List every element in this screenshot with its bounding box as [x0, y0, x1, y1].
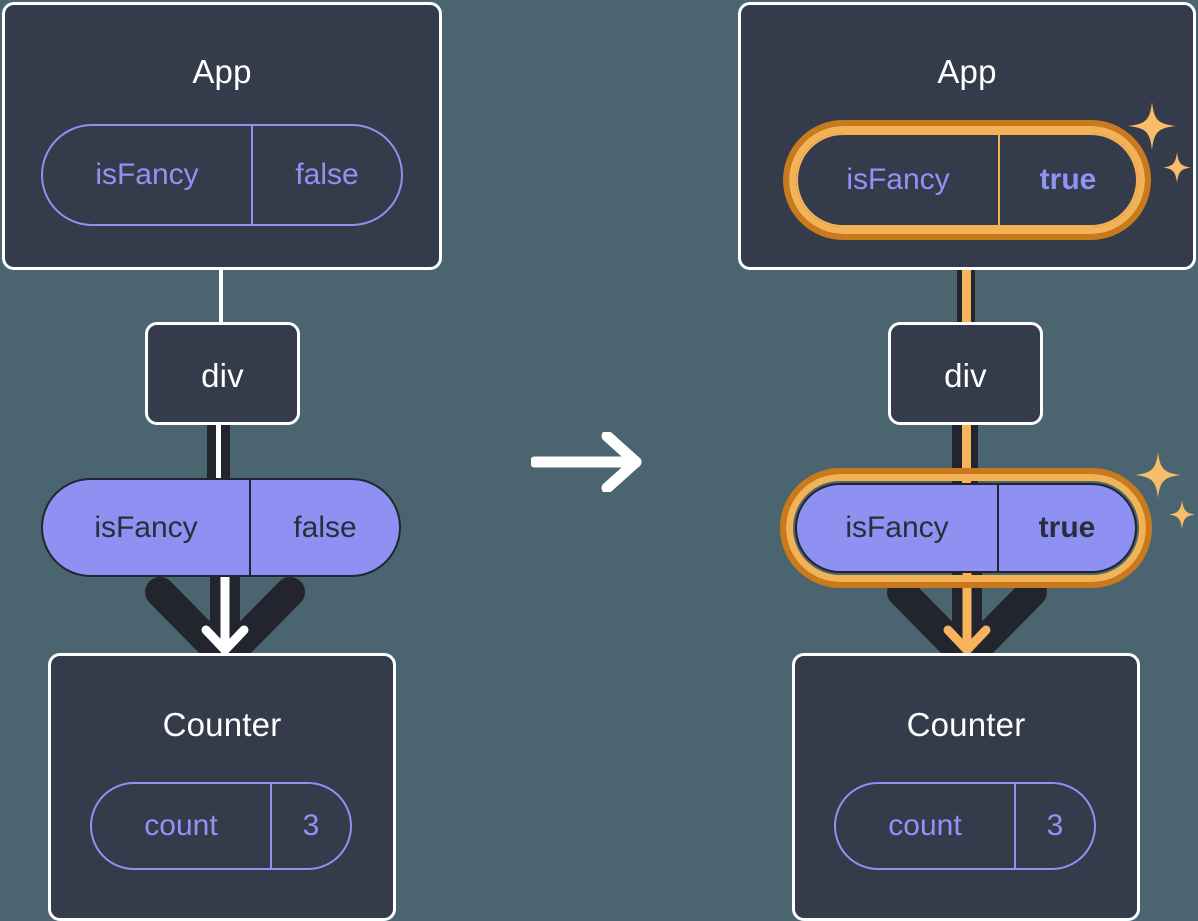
- prop-pill-value-after: true: [997, 485, 1135, 571]
- app-prop-key-after: isFancy: [846, 163, 950, 196]
- app-prop-value-after: true: [998, 135, 1136, 225]
- connector-app-to-div-highlight-after: [962, 218, 971, 332]
- counter-state-pill-before: count 3: [90, 782, 352, 870]
- div-box-title-before: div: [201, 357, 244, 394]
- prop-pill-after: isFancy true: [795, 483, 1137, 573]
- app-prop-pill-before: isFancy false: [41, 124, 403, 226]
- prop-pill-value-before: false: [249, 480, 399, 575]
- app-prop-value-before: false: [251, 126, 401, 224]
- sparkles-icon-app-after: [1128, 100, 1192, 192]
- prop-pill-before: isFancy false: [41, 478, 401, 577]
- counter-box-before: Counter: [48, 653, 396, 921]
- connector-div-to-prop-before: [207, 424, 216, 492]
- prop-pill-key-before: isFancy: [94, 510, 198, 544]
- prop-pill-key-after: isFancy: [845, 511, 949, 544]
- div-box-title-after: div: [944, 357, 987, 394]
- counter-box-after: Counter: [792, 653, 1140, 921]
- counter-state-value-after: 3: [1014, 784, 1094, 868]
- div-box-before: div: [145, 322, 300, 425]
- arrow-right-icon: [529, 430, 646, 494]
- counter-state-key-before: count: [144, 809, 218, 842]
- app-box-title-before: App: [192, 53, 252, 90]
- connector-div-to-prop-highlight-before: [216, 424, 221, 492]
- counter-state-value-before: 3: [270, 784, 350, 868]
- counter-box-title-before: Counter: [162, 706, 282, 743]
- connector-div-to-prop-highlight-after: [962, 424, 971, 494]
- counter-state-key-after: count: [888, 809, 962, 842]
- counter-box-title-after: Counter: [906, 706, 1026, 743]
- app-box-title-after: App: [937, 53, 997, 90]
- app-prop-pill-after: isFancy true: [796, 133, 1138, 227]
- app-prop-key-before: isFancy: [95, 158, 199, 191]
- div-box-after: div: [888, 322, 1043, 425]
- connector-div-to-prop-right-before: [221, 424, 230, 492]
- connector-app-to-div-before: [219, 262, 223, 328]
- counter-state-pill-after: count 3: [834, 782, 1096, 870]
- sparkles-icon-prop-after: [1136, 450, 1196, 540]
